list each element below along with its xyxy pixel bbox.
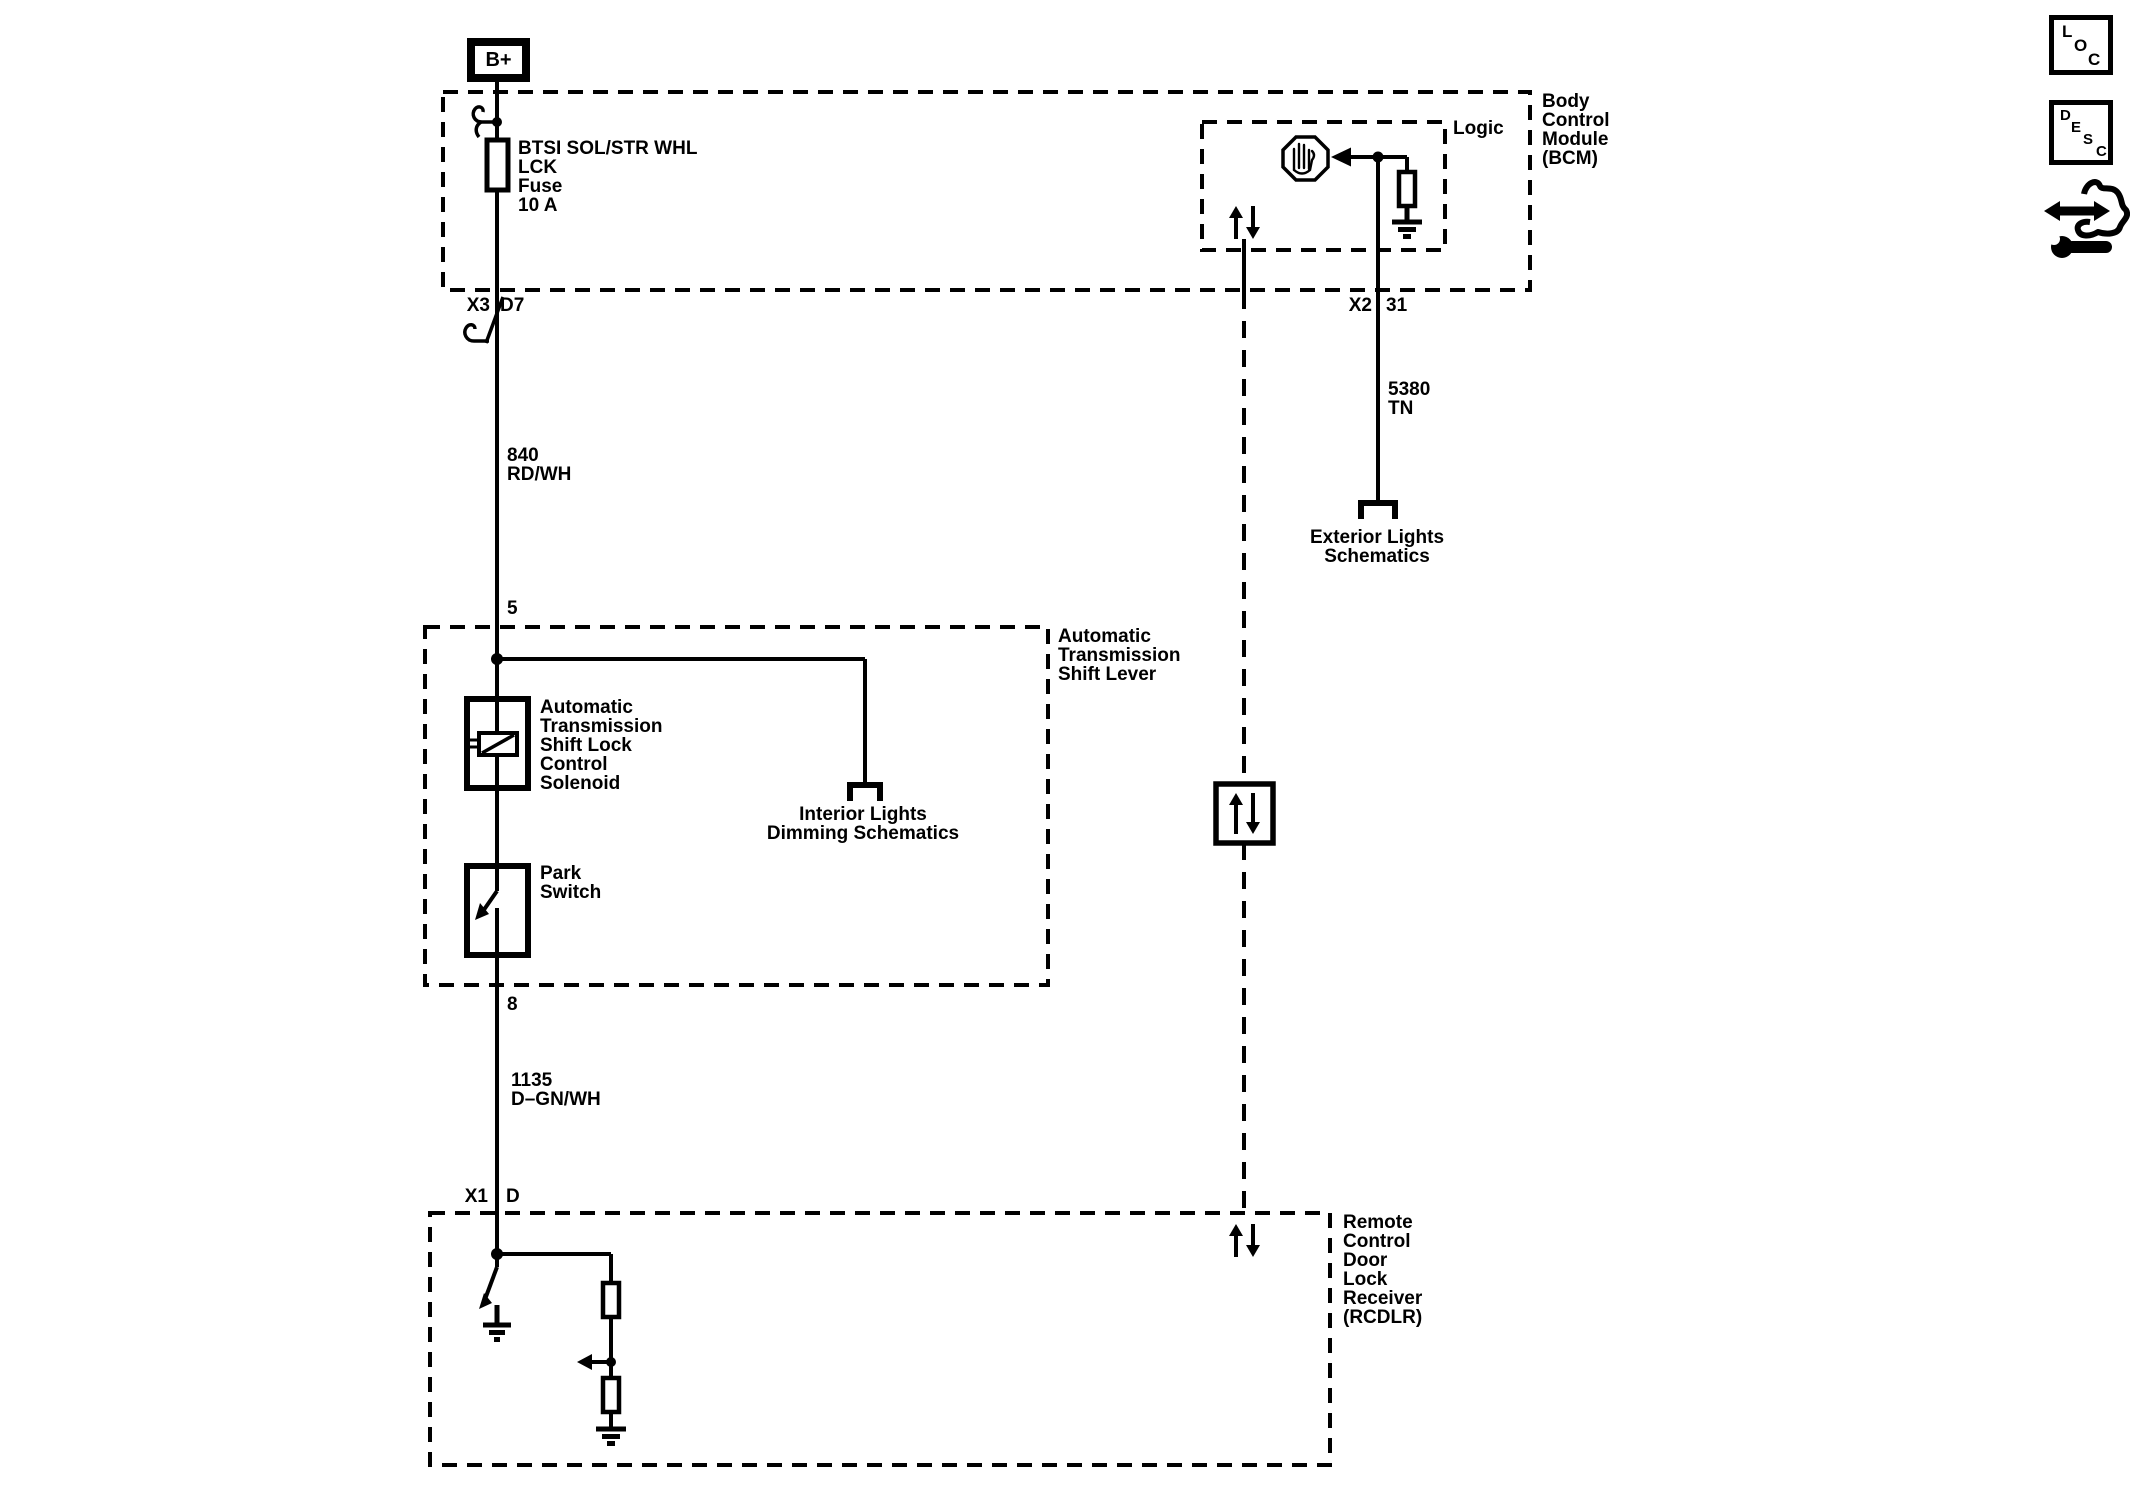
pin-d-label: D bbox=[506, 1186, 520, 1207]
park-switch-blade-icon bbox=[475, 889, 499, 920]
solenoid-symbol-icon bbox=[468, 731, 519, 757]
double-arrow-wrench-icon bbox=[2044, 179, 2130, 258]
shift-lever-label-line: Shift Lever bbox=[1058, 664, 1157, 685]
fuse-icon bbox=[484, 137, 511, 193]
bidirectional-signal-icon bbox=[1229, 206, 1260, 239]
resistor-icon bbox=[600, 1280, 622, 1415]
stop-hand-icon bbox=[1281, 135, 1330, 182]
fuse-label-line: Fuse bbox=[518, 176, 563, 197]
interior-lights-branch-wire bbox=[497, 657, 867, 785]
battery-feed-terminal: B+ bbox=[467, 38, 530, 82]
circuit-number: 1135 bbox=[511, 1070, 553, 1091]
wire-color: RD/WH bbox=[507, 464, 572, 485]
loc-letter: L bbox=[2062, 22, 2073, 41]
bcm-label-line: Control bbox=[1542, 110, 1610, 131]
shift-lever-label-line: Automatic bbox=[1058, 626, 1151, 647]
park-switch-label-line: Park bbox=[540, 863, 582, 884]
schematic-tool-button[interactable] bbox=[2042, 178, 2130, 270]
desc-letter: C bbox=[2096, 143, 2107, 160]
reference-line: Interior Lights bbox=[799, 804, 927, 825]
desc-letter: S bbox=[2083, 131, 2094, 148]
resistor-icon bbox=[1396, 169, 1418, 209]
logic-arrow-icon bbox=[1331, 147, 1351, 167]
bcm-logic-box bbox=[1200, 120, 1447, 252]
connector-x1-label: X1 bbox=[464, 1186, 488, 1207]
rcdlr-label-line: Lock bbox=[1343, 1269, 1388, 1290]
ground-icon bbox=[483, 1305, 511, 1342]
bidirectional-signal-icon bbox=[1229, 1224, 1260, 1257]
wire-5380-label: 5380 TN bbox=[1388, 380, 1430, 418]
park-switch-label-line: Switch bbox=[540, 882, 602, 903]
solenoid-label-line: Shift Lock bbox=[540, 735, 632, 756]
rcdlr-label-line: Control bbox=[1343, 1231, 1411, 1252]
signal-arrow-icon bbox=[577, 1354, 611, 1370]
inline-connector-x3-icon bbox=[463, 296, 505, 344]
reference-line: Dimming Schematics bbox=[766, 823, 960, 844]
wire-color: D–GN/WH bbox=[511, 1089, 601, 1110]
circuit-number: 5380 bbox=[1388, 379, 1431, 400]
connector-x3-label: X3 bbox=[466, 295, 490, 316]
bcm-label-line: Body bbox=[1542, 91, 1590, 112]
circuit-number: 840 bbox=[507, 445, 539, 466]
desc-letter: D bbox=[2060, 107, 2071, 124]
wire-color: TN bbox=[1388, 398, 1414, 419]
wire-1135-label: 1135 D–GN/WH bbox=[511, 1071, 601, 1109]
pin-d7-label: D7 bbox=[500, 295, 525, 316]
park-switch-label: Park Switch bbox=[540, 864, 601, 902]
loc-button[interactable]: L O C bbox=[2049, 15, 2113, 75]
solenoid-label: Automatic Transmission Shift Lock Contro… bbox=[540, 698, 663, 793]
fuse-label-line: 10 A bbox=[518, 195, 558, 216]
fuse-label-line: BTSI SOL/STR WHL bbox=[518, 138, 698, 159]
interior-lights-reference: Interior Lights Dimming Schematics bbox=[733, 805, 993, 843]
solenoid-label-line: Transmission bbox=[540, 716, 663, 737]
bcm-box bbox=[441, 90, 1532, 292]
rcdlr-internal-wire bbox=[497, 1252, 613, 1427]
rcdlr-label-line: (RCDLR) bbox=[1343, 1307, 1423, 1328]
desc-letter: E bbox=[2071, 119, 2082, 136]
shift-lever-label: Automatic Transmission Shift Lever bbox=[1058, 627, 1181, 684]
loc-letter: C bbox=[2088, 50, 2101, 69]
fuse-label-line: LCK bbox=[518, 157, 558, 178]
bcm-label: Body Control Module (BCM) bbox=[1542, 92, 1610, 168]
reference-line: Schematics bbox=[1324, 546, 1430, 567]
junction-dot bbox=[492, 117, 502, 127]
pin-5-label: 5 bbox=[507, 598, 518, 619]
desc-button[interactable]: D E S C bbox=[2049, 100, 2113, 165]
rcdlr-switch-icon bbox=[479, 1266, 499, 1309]
bcm-label-line: Module bbox=[1542, 129, 1609, 150]
offpage-connector-exterior-icon bbox=[1358, 500, 1398, 519]
bidirectional-signal-box-icon bbox=[1213, 781, 1276, 846]
reference-line: Exterior Lights bbox=[1309, 527, 1445, 548]
rcdlr-label-line: Remote bbox=[1343, 1212, 1413, 1233]
ground-icon bbox=[1392, 206, 1422, 239]
connector-x2-label: X2 bbox=[1348, 295, 1372, 316]
loc-letter: O bbox=[2074, 36, 2088, 55]
solenoid-label-line: Solenoid bbox=[540, 773, 621, 794]
solenoid-label-line: Automatic bbox=[540, 697, 633, 718]
solenoid-label-line: Control bbox=[540, 754, 608, 775]
rcdlr-label-line: Receiver bbox=[1343, 1288, 1423, 1309]
shift-lever-label-line: Transmission bbox=[1058, 645, 1181, 666]
rcdlr-label-line: Door bbox=[1343, 1250, 1388, 1271]
ground-icon bbox=[596, 1426, 626, 1446]
fuse-label: BTSI SOL/STR WHL LCK Fuse 10 A bbox=[518, 139, 697, 215]
offpage-connector-interior-icon bbox=[847, 782, 883, 801]
bcm-label-line: (BCM) bbox=[1542, 148, 1598, 169]
wire-840-label: 840 RD/WH bbox=[507, 446, 571, 484]
exterior-lights-reference: Exterior Lights Schematics bbox=[1247, 528, 1507, 566]
pin-8-label: 8 bbox=[507, 994, 518, 1015]
shift-lever-box bbox=[423, 625, 1050, 987]
pin-31-label: 31 bbox=[1386, 295, 1408, 316]
logic-label: Logic bbox=[1453, 118, 1504, 139]
rcdlr-box bbox=[428, 1211, 1332, 1467]
rcdlr-label: Remote Control Door Lock Receiver (RCDLR… bbox=[1343, 1213, 1422, 1327]
